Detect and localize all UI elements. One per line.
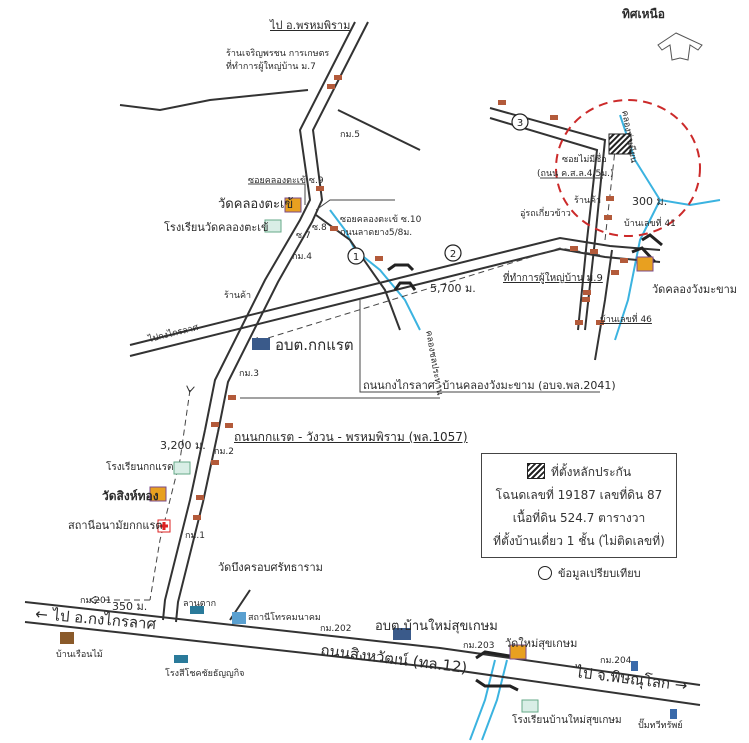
route-lines (92, 150, 615, 600)
distance-300: 300 ม. (632, 195, 668, 208)
leader-lines (240, 177, 603, 399)
place-shop-agri: ร้านเจริญพรชน การเกษตร (226, 49, 330, 59)
legend-box: ที่ตั้งหลักประกัน โฉนดเลขที่ 19187 เลขที… (481, 453, 677, 558)
distance-350: 350 ม. (112, 600, 148, 613)
legend-comparable: ข้อมูลเปรียบเทียบ (538, 566, 641, 580)
place-school-ban-mai: โรงเรียนบ้านใหม่สุขเกษม (512, 715, 622, 726)
place-school-wat-khlong-takhe: โรงเรียนวัดคลองตะเข้ (164, 221, 269, 234)
km-marker-204: กม.204 (600, 656, 632, 666)
distance-5700: 5,700 ม. (430, 282, 476, 295)
km-marker-201: กม.201 (80, 596, 112, 606)
temple-icon (149, 486, 167, 502)
north-label: ทิศเหนือ (622, 7, 665, 21)
road-label-soi-no-name: ซอยไม่มีชื่อ (562, 155, 607, 165)
route-marker-3-label: 3 (517, 118, 523, 129)
temple-icon (509, 644, 527, 660)
place-house-46: บ้านเลขที่ 46 (600, 315, 652, 325)
place-wat-khlong-takhe: วัดคลองตะเข้ (218, 197, 294, 212)
km-marker-5: กม.5 (340, 130, 360, 140)
school-icon (521, 699, 539, 713)
place-wat-khlong-wang-makham: วัดคลองวังมะขาม (652, 283, 738, 296)
office-building-icon (252, 338, 270, 350)
km-marker-202: กม.202 (320, 624, 352, 634)
road-label-to-phrom-phiram: ไป อ.พรหมพิราม (270, 19, 351, 32)
km-marker-203: กม.203 (463, 641, 495, 651)
office-building-icon (393, 628, 411, 640)
wooden-house-icon (60, 632, 74, 644)
place-gas-station: ปั๊มทวีทรัพย์ (638, 721, 683, 731)
roads (24, 21, 701, 706)
route-marker-1 (347, 247, 365, 265)
route-marker-2 (444, 244, 462, 262)
route-markers (347, 113, 529, 265)
km-marker-4: กม.4 (292, 252, 312, 262)
road-label-soi-7: ซ.7 (296, 231, 311, 241)
road-label-soi-10-surface: ถนนลาดยาง5/8ม. (340, 228, 413, 238)
collateral-parcel[interactable] (608, 133, 632, 155)
place-sao-kok-raet: อบต.กกแรต (275, 336, 354, 354)
road-label-soi-9: ซอยคลองตะเข้ ซ.9 (248, 176, 324, 186)
place-drying-yard: ลานตาก (183, 599, 217, 609)
legend-row-collateral: ที่ตั้งหลักประกัน (482, 463, 676, 482)
legend-collateral: ที่ตั้งหลักประกัน (550, 465, 632, 479)
place-rice-harvester: อู่รถเกี่ยวข้าว (520, 209, 571, 219)
circle-icon (538, 566, 552, 580)
hatch-pattern-icon (526, 463, 545, 479)
road-label-1057: ถนนกกแรต - วังวน - พรหมพิราม (พล.1057) (234, 430, 468, 444)
temple-icon (284, 197, 302, 213)
km-marker-3: กม.3 (239, 369, 259, 379)
place-wat-bueng: วัดบึงครอบศรัทธาราม (218, 561, 323, 574)
route-marker-1-label: 1 (353, 252, 359, 263)
place-rice-mill: โรงสีโชคชัยธัญญกิจ (165, 669, 245, 679)
legend-comparable-label: ข้อมูลเปรียบเทียบ (558, 567, 641, 580)
office-icons (252, 338, 411, 640)
gas-station-icon (670, 709, 677, 719)
school-icon (264, 219, 282, 233)
place-school-kok-raet: โรงเรียนกกแรต (106, 462, 174, 473)
route-marker-3 (511, 113, 529, 131)
legend-deed: โฉนดเลขที่ 19187 เลขที่ดิน 87 (495, 488, 663, 502)
school-icons (173, 219, 539, 713)
place-health-station: สถานีอนามัยกกแรต (68, 519, 163, 532)
road-label-2041: ถนนกงไกรลาศ -บ้านคลองวังมะขาม (อบจ.พล.20… (363, 379, 616, 392)
house-markers (193, 75, 628, 520)
school-icon (173, 461, 191, 475)
distance-3200: 3,200 ม. (160, 439, 206, 452)
temple-icon (636, 256, 654, 272)
road-2041 (129, 236, 661, 346)
health-station-icon (157, 519, 171, 533)
legend-house: ที่ตั้งบ้านเดี่ยว 1 ชั้น (ไม่ติดเลขที่) (493, 534, 665, 548)
place-sao-ban-mai: อบต.บ้านใหม่สุขเกษม (375, 619, 498, 634)
road-label-soi-8: ซ.8 (312, 223, 327, 233)
drying-yard-icon (190, 606, 204, 614)
km-marker-1: กม.1 (185, 531, 205, 541)
road-highway-12 (24, 601, 701, 686)
temple-icons (149, 197, 654, 660)
road-label-soi-10: ซอยคลองตะเข้ ซ.10 (340, 215, 422, 225)
north-arrow-icon (657, 32, 703, 61)
route-marker-2-label: 2 (450, 249, 456, 260)
rice-mill-icon (174, 655, 188, 663)
legend-area: เนื้อที่ดิน 524.7 ตารางวา (512, 511, 646, 525)
place-house-41: บ้านเลขที่ 41 (624, 219, 676, 229)
place-shop-right: ร้านค้า (574, 196, 602, 206)
collateral-radius-circle (555, 99, 701, 237)
gas-station-icon (631, 661, 638, 671)
place-wat-sing-thong: วัดสิงห์ทอง (102, 489, 159, 503)
canals (329, 114, 721, 741)
road-label-soi-no-name-surface: (ถนน ค.ส.ล.4/5ม.) (537, 169, 614, 179)
km-marker-2: กม.2 (214, 447, 234, 457)
telecom-icon (232, 612, 246, 624)
road-north (204, 21, 356, 431)
place-telecom: สถานีโทรคมนาคม (248, 613, 321, 623)
place-village-head-9: ที่ทำการผู้ใหญ่บ้าน ม.9 (503, 273, 603, 284)
place-shop-left: ร้านค้า (224, 291, 252, 301)
place-wooden-house: บ้านเรือนไม้ (56, 650, 103, 660)
place-village-head-7: ที่ทำการผู้ใหญ่บ้าน ม.7 (226, 62, 316, 72)
place-wat-mai-suk: วัดใหม่สุขเกษม (505, 637, 578, 650)
